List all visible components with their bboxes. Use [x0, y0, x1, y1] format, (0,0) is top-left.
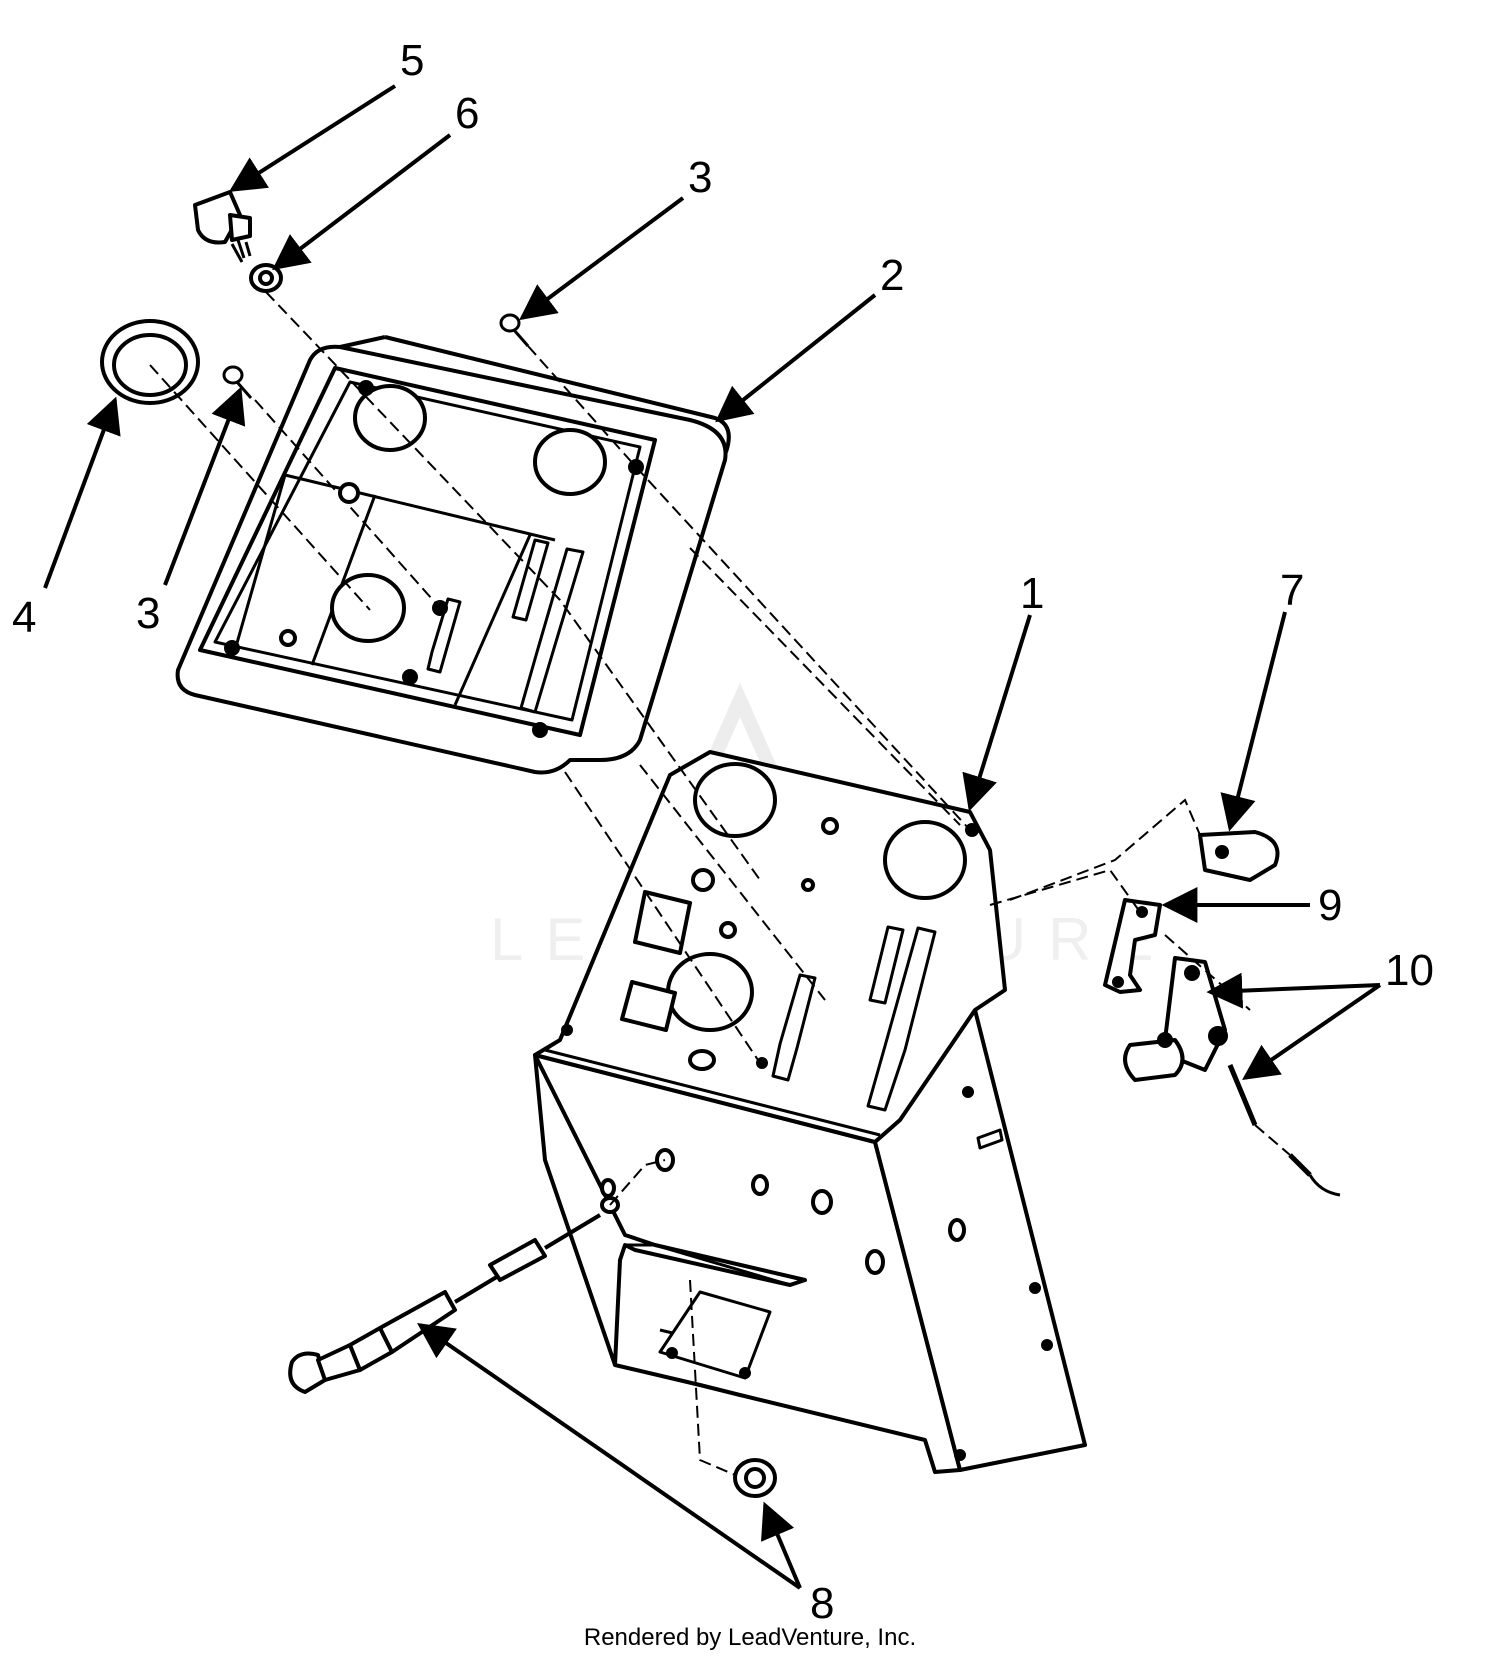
leader-6	[272, 133, 452, 271]
leader-8a	[417, 1322, 802, 1590]
callout-4: 4	[12, 593, 36, 642]
leader-2	[715, 293, 877, 423]
leader-3-left	[163, 386, 246, 586]
screw-part-3-upper	[499, 313, 530, 347]
nut-part-8	[733, 1458, 777, 1498]
leader-8b	[761, 1501, 802, 1589]
leader-10b	[1242, 983, 1382, 1081]
callout-9: 9	[1318, 881, 1342, 930]
callout-1: 1	[1020, 569, 1044, 618]
nut-part-6	[249, 263, 283, 293]
callout-10: 10	[1385, 946, 1434, 995]
callout-7: 7	[1280, 566, 1304, 615]
knob-part-5	[193, 190, 252, 263]
callout-2: 2	[880, 251, 904, 300]
bezel-ring-part-4	[100, 319, 200, 405]
render-credit: Rendered by LeadVenture, Inc.	[583, 1624, 917, 1651]
leader-4	[43, 396, 121, 589]
console-part-1	[533, 750, 1087, 1474]
choke-cable-part-8	[288, 1196, 620, 1394]
leader-7	[1220, 611, 1287, 832]
bracket-part-9	[1103, 898, 1162, 994]
light-part-7	[1198, 830, 1280, 882]
callout-8: 8	[810, 1579, 834, 1628]
leader-3-upper	[519, 196, 685, 321]
leader-10a	[1206, 972, 1381, 1009]
callout-3-upper: 3	[688, 153, 712, 202]
callout-3-left: 3	[136, 589, 160, 638]
leader-arrows	[43, 84, 1382, 1590]
callout-5: 5	[400, 36, 424, 85]
screw-part-3-left	[222, 365, 253, 399]
leader-5	[228, 84, 397, 192]
instrument-panel-part-2	[175, 335, 731, 775]
assembly-lines	[149, 291, 1291, 1476]
leader-1	[962, 614, 1032, 812]
callout-6: 6	[455, 89, 479, 138]
switch-part-10	[1123, 956, 1341, 1197]
